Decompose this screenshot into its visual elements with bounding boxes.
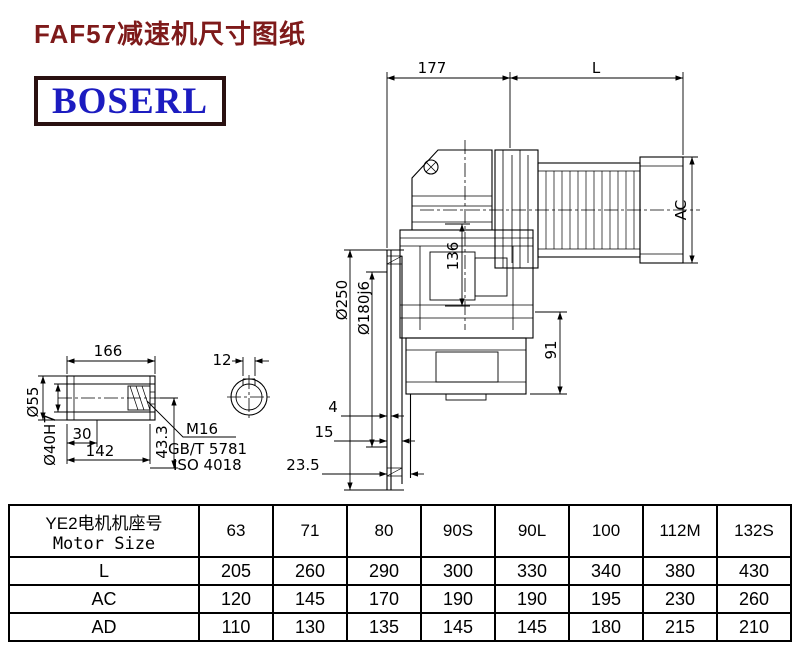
table-cell: 215 — [642, 612, 718, 642]
dim-label-15: 15 — [314, 423, 333, 441]
shaft-end-view — [227, 375, 271, 419]
dim-label-4: 4 — [328, 398, 338, 416]
callout-thread: M16 — [186, 420, 218, 438]
table-cell: 340 — [568, 556, 644, 586]
table-header-size: 100 — [568, 504, 644, 558]
hollow-shaft-detail — [58, 375, 168, 421]
table-cell: 230 — [642, 584, 718, 614]
table-row-L: L 205 260 290 300 330 340 380 430 — [8, 556, 792, 586]
table-header-size: 132S — [716, 504, 792, 558]
table-cell: 170 — [346, 584, 422, 614]
table-cell: 145 — [420, 612, 496, 642]
table-header-row: YE2电机机座号 Motor Size 63 71 80 90S 90L 100… — [8, 504, 792, 558]
output-flange — [386, 249, 412, 491]
dim-label-AC: AC — [672, 200, 690, 220]
table-header-size: 112M — [642, 504, 718, 558]
dim-label-30: 30 — [72, 425, 91, 443]
gearbox-motor-outline — [386, 140, 700, 491]
table-cell: 110 — [198, 612, 274, 642]
dim-label-L: L — [592, 59, 601, 77]
motor-size-label-en: Motor Size — [52, 533, 156, 554]
dim-label-142: 142 — [86, 442, 115, 460]
table-row-AD: AD 110 130 135 145 145 180 215 210 — [8, 612, 792, 642]
table-cell: 190 — [494, 584, 570, 614]
dim-label-bore-dia: Ø40H7 — [41, 414, 59, 466]
dim-label-flange-dia: Ø250 — [333, 280, 351, 320]
table-cell: 380 — [642, 556, 718, 586]
dim-label-23-5: 23.5 — [286, 456, 319, 474]
table-cell: 135 — [346, 612, 422, 642]
dim-label-166: 166 — [94, 342, 123, 360]
dimension-table: YE2电机机座号 Motor Size 63 71 80 90S 90L 100… — [8, 504, 792, 642]
dim-label-shaft-dia: Ø55 — [24, 387, 42, 418]
dim-label-12: 12 — [212, 351, 231, 369]
row-label: AD — [8, 612, 200, 642]
table-row-AC: AC 120 145 170 190 190 195 230 260 — [8, 584, 792, 614]
table-cell: 120 — [198, 584, 274, 614]
row-label: L — [8, 556, 200, 586]
table-cell: 145 — [494, 612, 570, 642]
table-header-size: 63 — [198, 504, 274, 558]
dim-label-136: 136 — [444, 242, 462, 271]
table-cell: 260 — [272, 556, 348, 586]
page-title: FAF57减速机尺寸图纸 — [34, 19, 307, 49]
table-cell: 205 — [198, 556, 274, 586]
callout-standard-gb: GB/T 5781 — [168, 440, 247, 458]
dim-label-43-3: 43.3 — [153, 425, 171, 458]
table-cell: 190 — [420, 584, 496, 614]
technical-drawing: 177 L AC Ø250 Ø180j6 136 91 4 15 23.5 16… — [24, 59, 700, 491]
motor-size-label-cn: YE2电机机座号 — [45, 513, 163, 533]
table-cell: 290 — [346, 556, 422, 586]
table-cell: 195 — [568, 584, 644, 614]
table-cell: 180 — [568, 612, 644, 642]
dim-label-91: 91 — [542, 340, 560, 359]
table-header-size: 90L — [494, 504, 570, 558]
table-cell: 145 — [272, 584, 348, 614]
dim-label-177: 177 — [418, 59, 447, 77]
table-cell: 210 — [716, 612, 792, 642]
datum-symbol — [423, 159, 439, 175]
dimension-labels: 177 L AC Ø250 Ø180j6 136 91 4 15 23.5 16… — [24, 59, 690, 474]
brand-logo-box: BOSERL — [34, 76, 226, 126]
table-cell: 300 — [420, 556, 496, 586]
table-cell: 330 — [494, 556, 570, 586]
table-header-size: 80 — [346, 504, 422, 558]
dim-label-spigot-dia: Ø180j6 — [355, 281, 373, 335]
brand-logo-text: BOSERL — [51, 80, 209, 122]
table-header-size: 71 — [272, 504, 348, 558]
table-cell: 430 — [716, 556, 792, 586]
table-cell: 130 — [272, 612, 348, 642]
callout-standard-iso: ISO 4018 — [173, 456, 242, 474]
row-label: AC — [8, 584, 200, 614]
table-header-motor-size: YE2电机机座号 Motor Size — [8, 504, 200, 558]
table-cell: 260 — [716, 584, 792, 614]
dimension-lines — [38, 72, 698, 491]
table-header-size: 90S — [420, 504, 496, 558]
